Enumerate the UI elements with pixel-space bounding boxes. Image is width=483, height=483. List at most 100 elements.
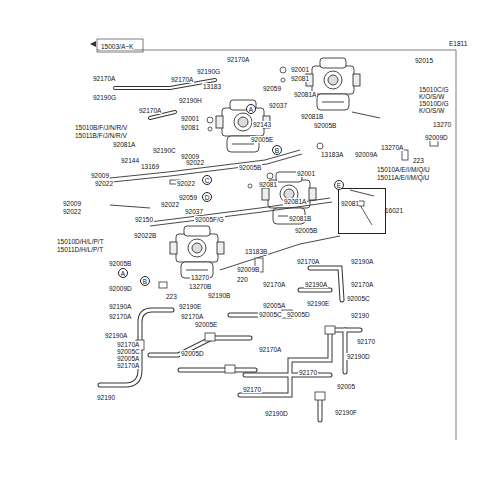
callout-number: 92009D (108, 285, 133, 292)
callout-number: 92022 (160, 201, 180, 208)
callout-number: 92170A (108, 313, 132, 320)
callout-number: 92190F (334, 409, 358, 416)
callout-number: 92170A (258, 346, 282, 353)
reference-circle: B (272, 145, 282, 155)
callout-number: 92081 (290, 75, 310, 82)
callout-number: 92022 (62, 208, 82, 215)
callout-number: 92005E (194, 321, 218, 328)
reference-circle: A (118, 268, 128, 278)
callout-number: 92009A (354, 151, 378, 158)
callout-number: 92009D (424, 134, 449, 141)
callout-number: 92144 (120, 157, 140, 164)
callout-number: 92005B (108, 260, 132, 267)
reference-letter: C (205, 177, 210, 184)
callout-number: 92190D (346, 353, 371, 360)
callout-number: 92170A (116, 362, 140, 369)
callout-number: 15010C/G (418, 86, 450, 93)
callout-number: 92022B (133, 232, 157, 239)
callout-number: 92190A (104, 332, 128, 339)
reference-letter: D (205, 194, 210, 201)
callout-number: 92005B (313, 122, 337, 129)
callout-number: 92009 (62, 200, 82, 207)
callout-number: 92081B (288, 215, 312, 222)
callout-number: 92005D (286, 311, 311, 318)
callout-number: K/O/S/W (418, 93, 445, 100)
callout-number: 92170A (180, 313, 204, 320)
reference-circle: A (246, 104, 256, 114)
callout-number: 92005F/G (194, 216, 225, 223)
callout-number: 92190E (306, 300, 330, 307)
callout-number: 92009 (90, 172, 110, 179)
callout-number: 92022 (185, 159, 205, 166)
reference-letter: B (143, 278, 147, 285)
callout-number: 15010B/F/J/N/R/V (74, 124, 128, 131)
reference-letter: E (337, 182, 341, 189)
callout-number: 92190D (264, 410, 289, 417)
callout-number: 92037 (268, 102, 288, 109)
reference-letter: B (275, 147, 279, 154)
callout-number: 92170A (92, 75, 116, 82)
callout-number: 92190 (96, 394, 116, 401)
callout-number: 13183B (244, 248, 268, 255)
callout-number: 92190E (178, 303, 202, 310)
callout-number: 15011A/E/I/M/Q/U (376, 174, 430, 181)
callout-number: 92190A (108, 303, 132, 310)
reference-circle: C (202, 175, 212, 185)
callout-number: 13270 (190, 274, 210, 281)
callout-number: E1811 (448, 40, 468, 47)
callout-number: 223 (412, 157, 425, 164)
reference-letter: A (249, 106, 253, 113)
callout-number: 92059 (262, 85, 282, 92)
callout-number: 13183 (202, 83, 222, 90)
callout-number: 92015 (414, 57, 434, 64)
callout-number: 92081B (300, 113, 324, 120)
callout-number: 92005A (262, 302, 286, 309)
callout-number: 92081 (180, 124, 200, 131)
reference-circle: D (202, 192, 212, 202)
callout-number: 92150 (134, 216, 154, 223)
callout-number: 92190G (92, 94, 117, 101)
callout-number: 92190A (304, 281, 328, 288)
callout-number: 92143 (252, 121, 272, 128)
callout-number: 92170A (262, 281, 286, 288)
callout-number: 92001 (296, 170, 316, 177)
callout-number: 15011D/H/L/P/T (56, 246, 104, 253)
callout-number: 92170A (138, 107, 162, 114)
callout-number: 92005C (116, 348, 141, 355)
callout-number: 92009B (236, 266, 260, 273)
callout-number: 92005A (116, 355, 140, 362)
callout-number: 92005B (294, 227, 318, 234)
callout-number: 92190 (350, 312, 370, 319)
callout-number: 92005E (250, 136, 274, 143)
callout-number: 92190A (350, 258, 374, 265)
callout-number: 92170A (170, 76, 194, 83)
callout-number: 92005 (336, 383, 356, 390)
callout-number: 92001 (290, 66, 310, 73)
callout-number: 92170A (116, 341, 140, 348)
callout-number: 92190C (152, 147, 177, 154)
callout-number: 15003/A~K (100, 43, 134, 50)
callout-number: 92022 (176, 180, 196, 187)
callout-number: K/O/S/W (418, 107, 445, 114)
callout-number: 92170 (298, 369, 318, 376)
callout-number: 13270B (188, 283, 212, 290)
reference-letter: A (121, 270, 125, 277)
callout-number: 15010D/H/L/P/T (56, 238, 105, 245)
callout-number: 15011B/F/J/N/R/V (74, 132, 128, 139)
callout-number: 92170 (356, 338, 376, 345)
callout-number: 92037 (184, 208, 204, 215)
reference-circle: E (334, 180, 344, 190)
callout-number: 15010A/E/I/M/Q/U (376, 166, 431, 173)
callout-number: 13270A (380, 144, 404, 151)
callout-number: 92059 (178, 194, 198, 201)
callout-number: 92001 (180, 115, 200, 122)
callout-number: 220 (236, 276, 249, 283)
callout-number: 92190H (178, 97, 203, 104)
callout-number: 92005C (346, 295, 371, 302)
callout-number: 13183A (320, 151, 344, 158)
callout-number: 92190B (207, 292, 231, 299)
callout-number: 92081A (283, 198, 307, 205)
callout-number: 92081 (341, 200, 359, 207)
callout-number: 92170A (296, 258, 320, 265)
callout-number: 92005C (258, 311, 283, 318)
